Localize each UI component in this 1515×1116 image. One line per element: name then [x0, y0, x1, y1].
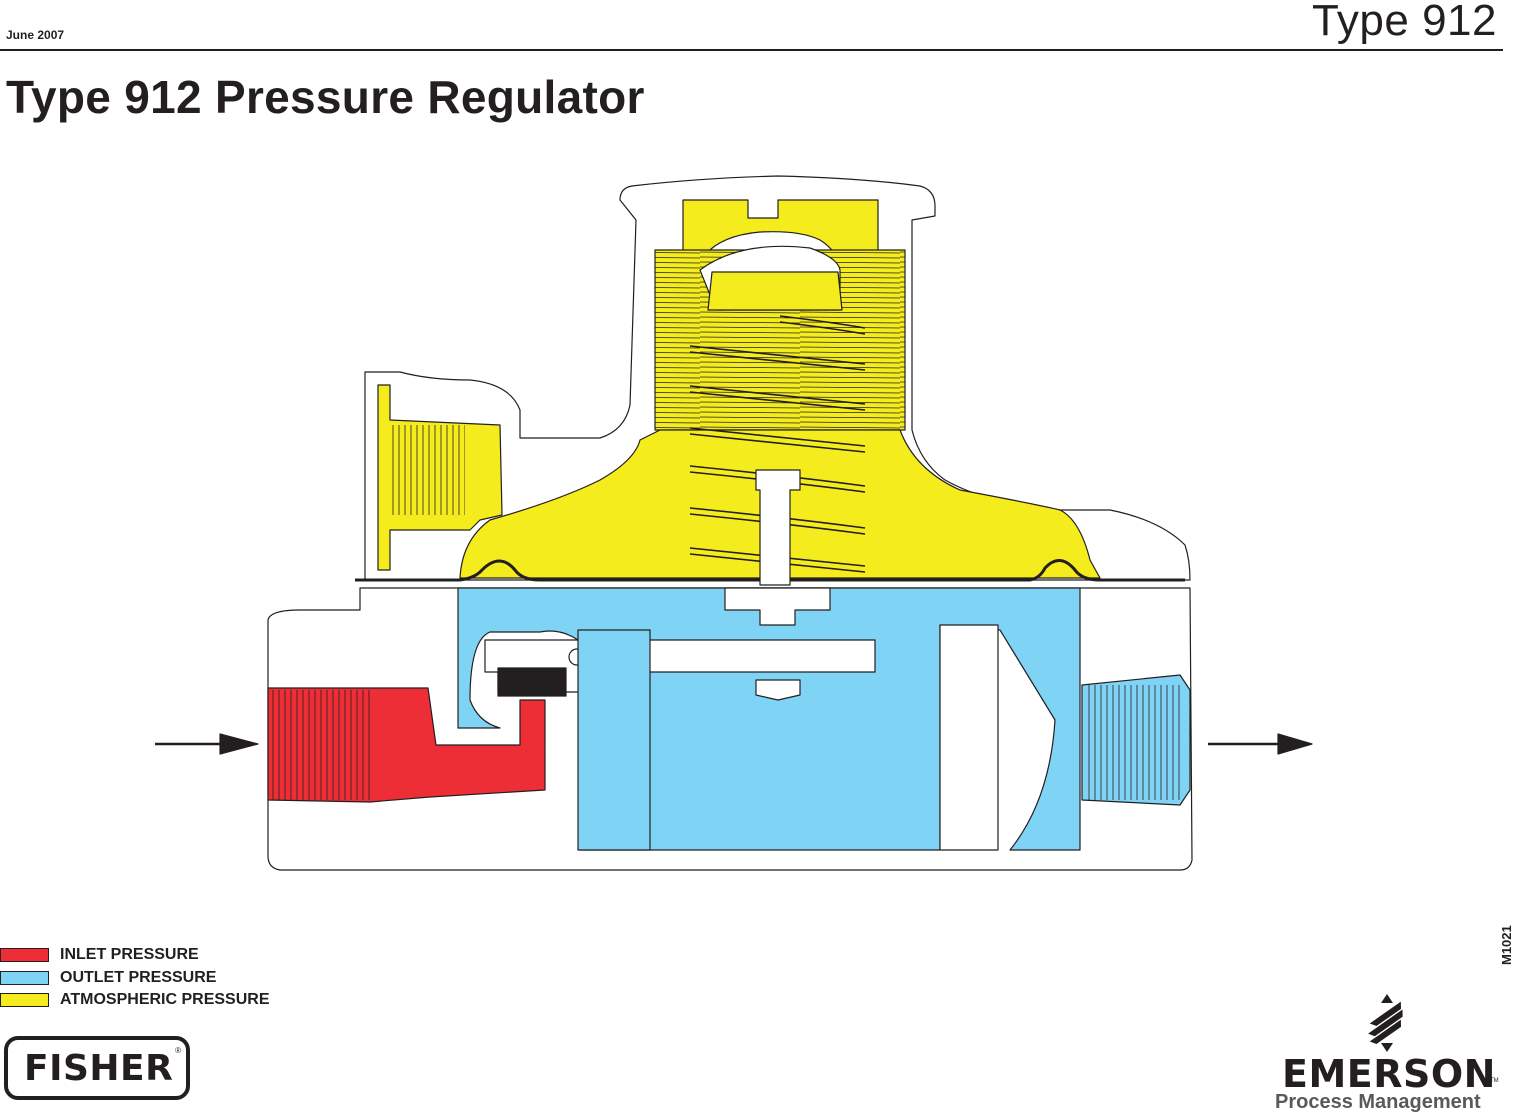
page-title: Type 912 Pressure Regulator [6, 71, 645, 123]
atmospheric-swatch [0, 993, 49, 1007]
issue-date: June 2007 [6, 28, 65, 42]
document-type: Type 912 [1311, 0, 1497, 45]
inlet-swatch [0, 948, 49, 962]
figure-code: M1021 [1499, 925, 1514, 965]
valve-stem [755, 469, 801, 586]
partition-left [577, 629, 651, 851]
valve-disk [497, 667, 567, 697]
legend-label: INLET PRESSURE [60, 946, 199, 963]
stem-guide [724, 587, 831, 626]
registered-mark: ® [175, 1046, 181, 1055]
fisher-logo: FISHER ® [4, 1036, 190, 1100]
outlet-swatch [0, 970, 49, 985]
emerson-logo-icon [1368, 994, 1403, 1052]
flow-arrow-out-icon [1208, 733, 1313, 755]
emerson-tagline: Process Management [1275, 1091, 1481, 1113]
stem-link [755, 679, 801, 701]
header-rule [0, 49, 1503, 51]
fisher-wordmark: FISHER [24, 1048, 174, 1089]
partition-right [939, 624, 999, 851]
legend-label: ATMOSPHERIC PRESSURE [60, 991, 270, 1008]
flow-arrow-in-icon [155, 733, 259, 755]
emerson-wordmark: EMERSON [1282, 1052, 1496, 1096]
spring-button [707, 271, 843, 311]
legend-label: OUTLET PRESSURE [60, 968, 217, 986]
trademark-mark: TM [1490, 1078, 1499, 1084]
